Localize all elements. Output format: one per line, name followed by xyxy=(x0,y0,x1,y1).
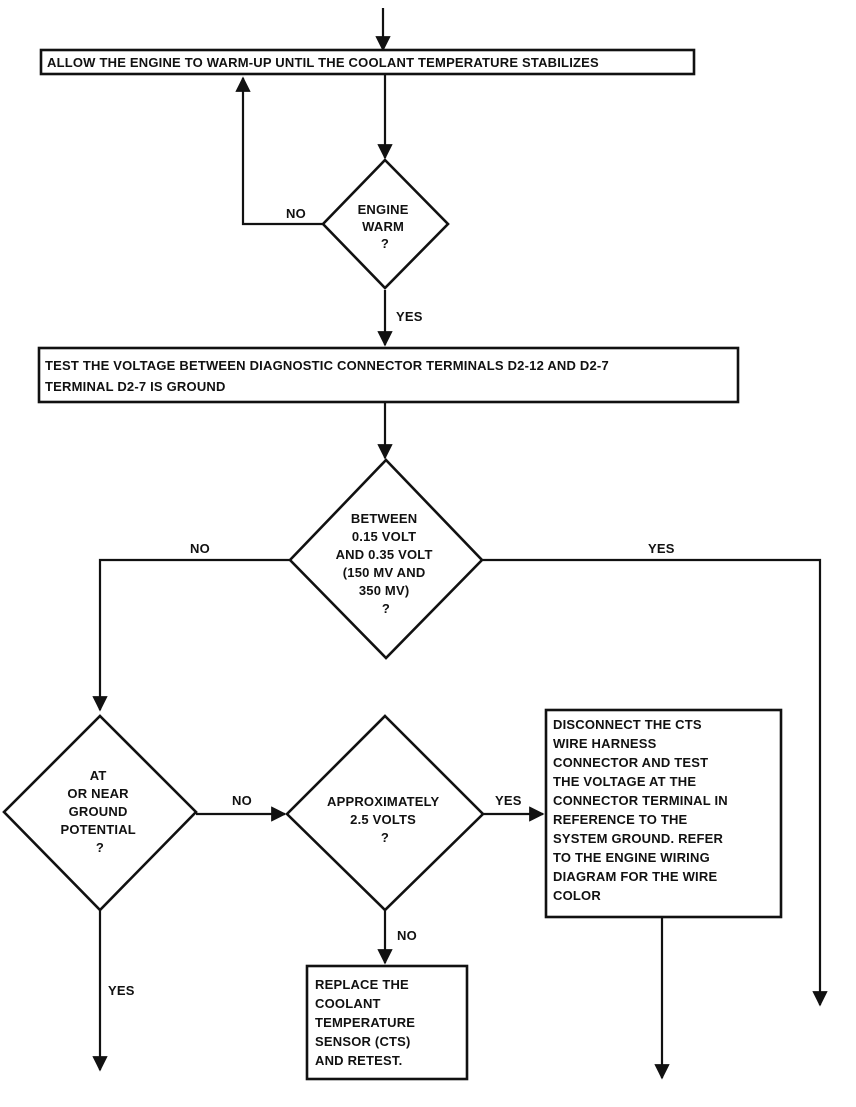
replace-cts-text: REPLACE THE COOLANT TEMPERATURE SENSOR (… xyxy=(315,977,419,1068)
diamond-approx-2-5-volts xyxy=(285,714,485,912)
diamond-ground-potential xyxy=(2,714,198,912)
label-approx-no: NO xyxy=(397,928,417,943)
approx-text: APPROXIMATELY 2.5 VOLTS ? xyxy=(327,794,443,845)
label-ground-no: NO xyxy=(232,793,252,808)
ground-potential-text: AT OR NEAR GROUND POTENTIAL ? xyxy=(60,768,139,855)
warmup-text: ALLOW THE ENGINE TO WARM-UP UNTIL THE CO… xyxy=(47,55,599,70)
label-warm-no: NO xyxy=(286,206,306,221)
arrow-between-yes xyxy=(482,558,828,1007)
diamond-between xyxy=(288,458,484,660)
label-between-yes: YES xyxy=(648,541,675,556)
label-warm-yes: YES xyxy=(396,309,423,324)
label-between-no: NO xyxy=(190,541,210,556)
test-voltage-text: TEST THE VOLTAGE BETWEEN DIAGNOSTIC CONN… xyxy=(45,358,613,394)
box-replace-cts xyxy=(305,964,469,1081)
arrow-engine-warm-no-loop xyxy=(235,76,323,226)
box-warmup xyxy=(39,48,696,76)
diamond-engine-warm xyxy=(321,158,450,290)
disconnect-cts-text: DISCONNECT THE CTS WIRE HARNESS CONNECTO… xyxy=(553,717,732,903)
arrow-between-no xyxy=(92,558,290,712)
box-disconnect-cts xyxy=(544,708,783,919)
label-approx-yes: YES xyxy=(495,793,522,808)
engine-warm-text: ENGINE WARM ? xyxy=(358,202,413,251)
label-ground-yes: YES xyxy=(108,983,135,998)
between-text: BETWEEN 0.15 VOLT AND 0.35 VOLT (150 MV … xyxy=(336,511,437,616)
box-test-voltage xyxy=(37,346,740,404)
